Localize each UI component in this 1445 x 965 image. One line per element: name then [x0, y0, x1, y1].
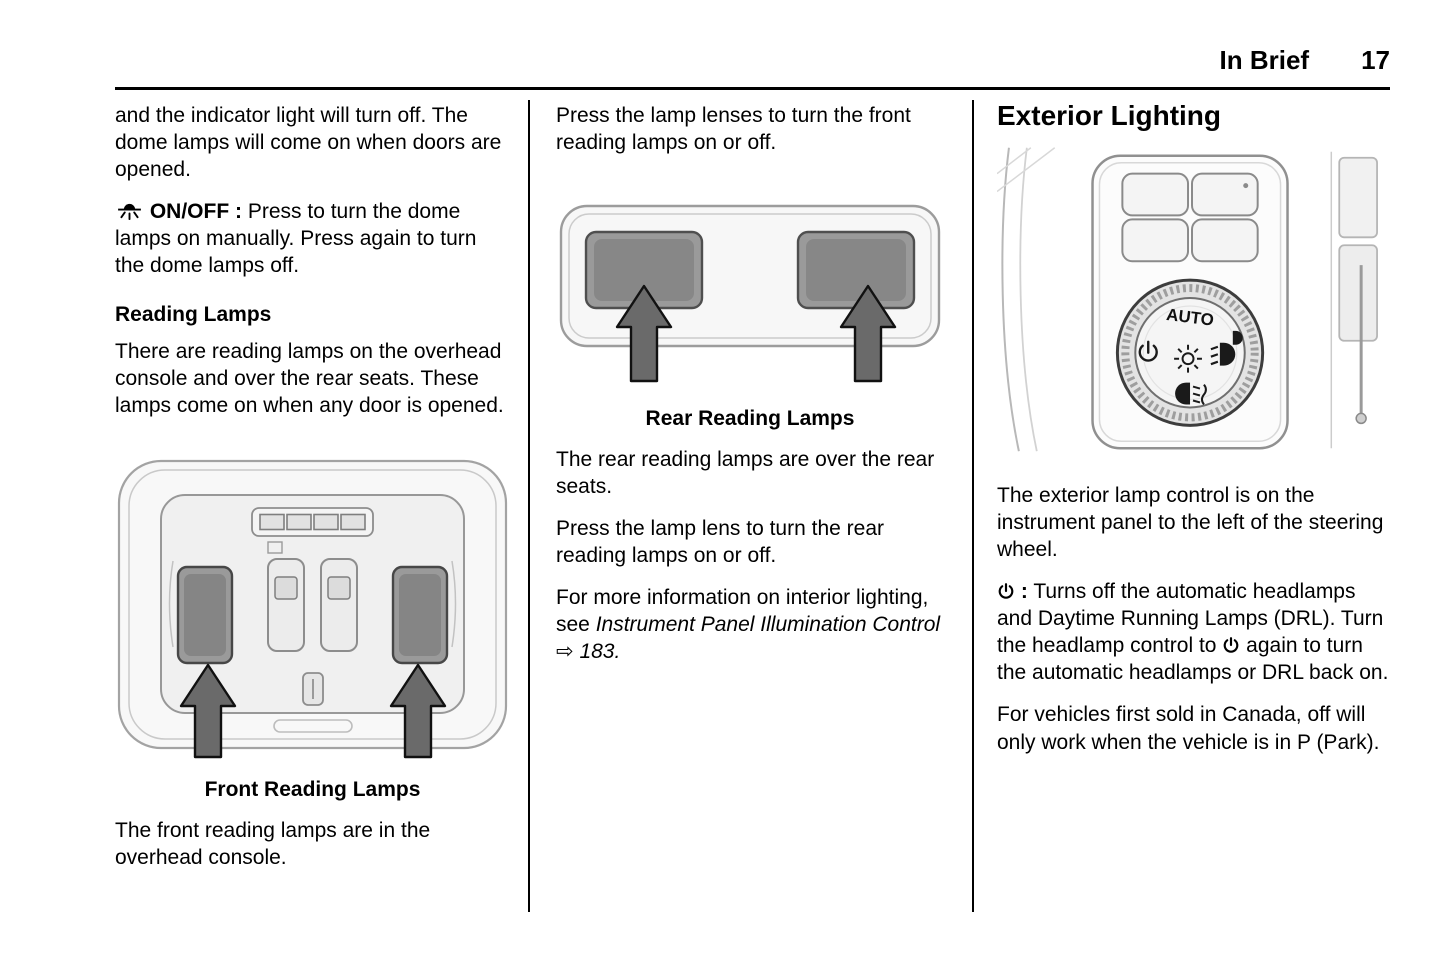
page-header: In Brief 17: [115, 44, 1390, 90]
knob-power-icon: [1138, 340, 1158, 362]
rear-reading-lamps-caption: Rear Reading Lamps: [645, 406, 855, 430]
exterior-lamp-control-illustration: AUTO: [997, 147, 1378, 452]
exterior-lamp-control-figure: AUTO: [997, 147, 1390, 452]
power-icon: [1222, 632, 1240, 659]
content-columns: and the indicator light will turn off. T…: [115, 99, 1390, 912]
manual-page: In Brief 17 and the indicator light will…: [115, 44, 1390, 912]
power-text-b: again to turn the automatic headlamps or…: [997, 634, 1389, 685]
power-icon: [997, 578, 1015, 605]
para-press-rear: Press the lamp lens to turn the rear rea…: [556, 516, 884, 567]
reference-title: Instrument Panel Illumination Control: [595, 613, 941, 637]
rear-reading-lamps-figure: [556, 198, 944, 393]
front-reading-lamps-caption: Front Reading Lamps: [204, 778, 421, 802]
onoff-label: ON/OFF :: [149, 199, 242, 223]
power-label: :: [1020, 580, 1028, 604]
para-reading-lamps: There are reading lamps on the overhead …: [115, 340, 504, 418]
section-title: In Brief: [1219, 45, 1310, 75]
header-rule: [115, 86, 1390, 90]
cross-reference-arrow-icon: ⇨: [556, 640, 574, 664]
reference-page: 183.: [579, 640, 621, 664]
front-lamp-right-arrow-icon: [389, 664, 447, 759]
reading-lamps-heading: Reading Lamps: [115, 303, 272, 326]
para-control-location: The exterior lamp control is on the inst…: [997, 483, 1384, 562]
rear-reading-lamps-illustration: [559, 204, 941, 382]
page-number: 17: [1361, 45, 1390, 75]
rear-lamp-left-arrow-icon: [615, 284, 673, 382]
para-dome-onoff: ON/OFF : Press to turn the dome lamps on…: [115, 198, 510, 279]
para-front-location: The front reading lamps are in the overh…: [115, 819, 431, 870]
para-canada: For vehicles first sold in Canada, off w…: [997, 703, 1380, 754]
para-rear-location: The rear reading lamps are over the rear…: [556, 447, 935, 498]
power-text-a: Turns off the automatic headlamps and Da…: [997, 580, 1384, 658]
knob-headlamp-icon: [1210, 330, 1243, 366]
front-reading-lamps-illustration: [117, 460, 508, 759]
para-more-info: For more information on interior lightin…: [556, 584, 944, 665]
middle-column: Press the lamp lenses to turn the front …: [528, 99, 972, 912]
knob-fog-lamp-icon: [1175, 382, 1207, 405]
para-power-off: : Turns off the automatic headlamps and …: [997, 578, 1390, 686]
front-reading-lamps-figure: [115, 441, 510, 764]
para-press-front: Press the lamp lenses to turn the front …: [556, 103, 911, 154]
dome-lamp-icon: [115, 198, 144, 225]
right-column: Exterior Lighting: [972, 99, 1390, 912]
para-indicator-light: and the indicator light will turn off. T…: [115, 103, 502, 181]
rear-lamp-right-arrow-icon: [839, 284, 897, 382]
onoff-text: Press to turn the dome lamps on manually…: [115, 199, 477, 277]
more-info-prefix: For more information on interior lightin…: [556, 586, 929, 637]
exterior-lighting-heading: Exterior Lighting: [997, 99, 1221, 131]
left-column: and the indicator light will turn off. T…: [115, 100, 528, 912]
knob-parking-lamps-icon: [1174, 344, 1202, 373]
front-lamp-left-arrow-icon: [179, 664, 237, 759]
